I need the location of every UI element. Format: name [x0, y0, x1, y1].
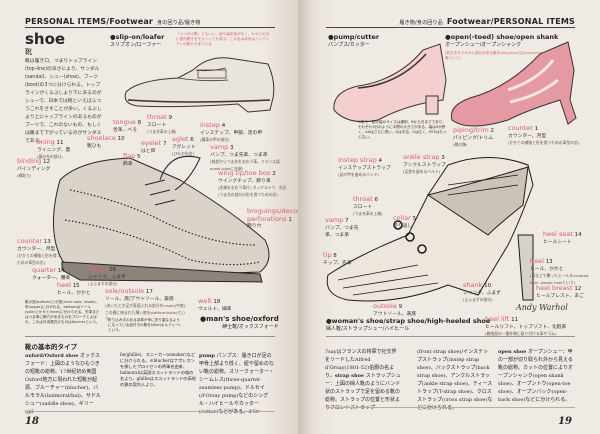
body-column-1: 7sayはフランスの将軍で社交界をリードしたAlfred d'Orsay(180…: [325, 349, 401, 411]
body-column-3: pump パンプス：履き口が足の甲骨上部より低く、紐や留めのない靴の総称。スリー…: [199, 353, 275, 415]
loafer-note: 「つっかけ靴」ともいい、紐や留め金がなく、かかとのない室内履きをモカシンとも呼ぶ…: [176, 32, 270, 46]
footnote: 折り込み式のある羽革が甲に折り重なるようになっている紐付きの靴をkiltie(キ…: [108, 318, 181, 332]
page-number: 18: [25, 416, 39, 427]
section-title: 靴の基本的タイプ: [25, 343, 77, 351]
page-number: 19: [558, 416, 572, 427]
page-title: shoe: [25, 30, 66, 48]
loafer-illustration: [124, 57, 275, 113]
artist-signature: Andy Warhol: [516, 303, 568, 312]
open-shoe-note: (前方あきでかかと部分がある靴をsling-back又はslingshot等とい…: [445, 51, 542, 60]
intro-text: 靴は履き口、つまりトップライン(top-line)の深さにより、サンダル(san…: [25, 59, 102, 144]
body-column-2: lie/ghillie)、スニーカー(sneaker)などに分けられる。※blu…: [120, 352, 196, 387]
body-column-2: (front strap shoe)/インステップストラップ(instep st…: [417, 349, 493, 411]
page-title-jp: 靴: [25, 48, 32, 56]
high-heeled-shoe-illustration: [326, 157, 534, 302]
body-column-3: open shoe オープンシュー：甲の一部が切り取られ外から見える靴の総称。カ…: [498, 349, 573, 403]
oxford-illustration: [53, 155, 270, 283]
pump-illustration: [333, 43, 447, 123]
open-shoe-illustration: [450, 41, 577, 127]
footnote: 靴の底(bottom)と中底(inner sole, insole)、甲(upp…: [25, 300, 100, 324]
body-column-1: oxford/Oxford shoe オックスフォード：上図のようなひもつきの短…: [25, 353, 101, 415]
pump-note: ※靴で一般の幅のサイズは通例、Bから日までであり、それぞれ3分のように中間の大き…: [358, 120, 447, 139]
woman-shoe-title: ●woman's shoe/strap shoe/high-heeled sho…: [326, 317, 491, 332]
